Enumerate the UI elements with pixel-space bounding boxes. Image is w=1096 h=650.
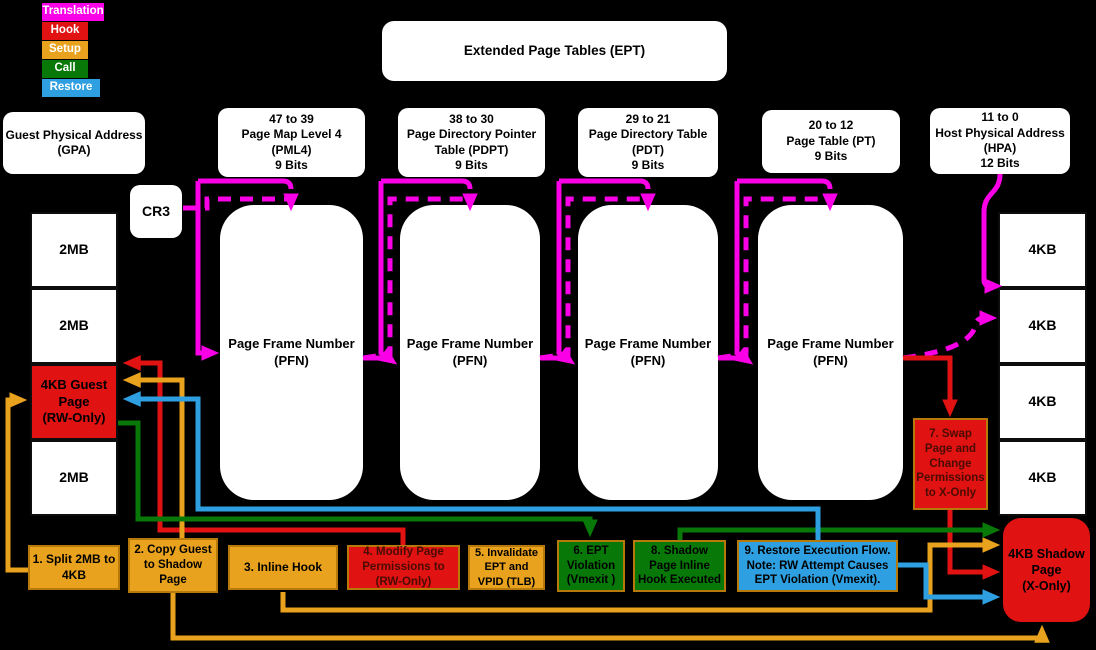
step-6-ept-violation-box: 6. EPT Violation (Vmexit )	[557, 540, 625, 592]
header-pdt: 29 to 21 Page Directory Table (PDT) 9 Bi…	[578, 108, 718, 177]
hook-arrow-pfn-to-step7	[903, 355, 958, 418]
guest-row-2mb-3: 2MB	[30, 440, 118, 516]
translation-line-pt-top	[737, 178, 833, 190]
legend-item-hook: Hook	[42, 22, 88, 40]
translation-arrow-pt-entry	[718, 181, 744, 358]
legend-item-call: Call	[42, 60, 88, 78]
ept-title-box: Extended Page Tables (EPT)	[382, 21, 727, 81]
guest-row-2mb-2: 2MB	[30, 288, 118, 364]
setup-arrow-step2-to-guest-page	[122, 372, 185, 538]
host-row-4kb-1: 4KB	[998, 212, 1087, 288]
guest-row-2mb-1: 2MB	[30, 212, 118, 288]
header-pt: 20 to 12 Page Table (PT) 9 Bits	[762, 110, 900, 173]
setup-arrow-step2-to-shadow-page-bottom	[170, 593, 1050, 643]
translation-arrow-pml4-entry	[195, 181, 220, 361]
pfn-table-pdt: Page Frame Number (PFN)	[578, 205, 718, 500]
pfn-table-pt: Page Frame Number (PFN)	[758, 205, 903, 500]
host-row-4kb-4: 4KB	[998, 440, 1087, 516]
pfn-table-pml4: Page Frame Number (PFN)	[220, 205, 363, 500]
step-5-invalidate-box: 5. Invalidate EPT and VPID (TLB)	[468, 545, 545, 590]
translation-line-pdpt-top	[381, 178, 473, 190]
pfn-table-pdpt: Page Frame Number (PFN)	[400, 205, 540, 500]
cr3-box: CR3	[130, 185, 182, 238]
hook-arrow-step7-to-shadow-page	[947, 510, 1001, 580]
header-pdpt: 38 to 30 Page Directory Pointer Table (P…	[398, 108, 545, 177]
step-1-split-box: 1. Split 2MB to 4KB	[28, 545, 120, 590]
step-2-copy-box: 2. Copy Guest to Shadow Page	[128, 538, 218, 593]
translation-line-pml4-top	[198, 178, 294, 190]
legend-item-translation: Translation	[42, 3, 104, 21]
step-4-modify-permissions-box: 4. Modify Page Permissions to (RW-Only)	[347, 545, 460, 590]
translation-line-pdt-top	[559, 178, 651, 190]
step-7-swap-page-box: 7. Swap Page and Change Permissions to X…	[913, 418, 988, 510]
legend-item-restore: Restore	[42, 79, 100, 97]
restore-arrow-step9-to-shadow-page	[898, 562, 1001, 605]
header-gpa: Guest Physical Address (GPA)	[3, 112, 145, 174]
call-arrow-step8-to-shadow-page	[677, 522, 1001, 540]
translation-arrow-pdt-entry	[540, 181, 566, 358]
translation-dashed-pt-to-hpa	[902, 310, 998, 361]
step-8-shadow-hook-box: 8. Shadow Page Inline Hook Executed	[633, 540, 726, 592]
host-row-4kb-3: 4KB	[998, 364, 1087, 440]
step-3-inline-hook-box: 3. Inline Hook	[228, 545, 338, 590]
header-hpa: 11 to 0 Host Physical Address (HPA) 12 B…	[930, 108, 1070, 174]
setup-arrow-step1-to-guest-page	[5, 392, 28, 573]
translation-arrow-pdpt-entry	[363, 181, 388, 358]
header-pml4: 47 to 39 Page Map Level 4 (PML4) 9 Bits	[218, 108, 365, 177]
shadow-page-box: 4KB Shadow Page (X-Only)	[1003, 518, 1090, 622]
guest-page-box: 4KB Guest Page (RW-Only)	[30, 364, 118, 440]
step-9-restore-box: 9. Restore Execution Flow. Note: RW Atte…	[737, 540, 898, 592]
host-row-4kb-2: 4KB	[998, 288, 1087, 364]
legend-item-setup: Setup	[42, 41, 88, 59]
